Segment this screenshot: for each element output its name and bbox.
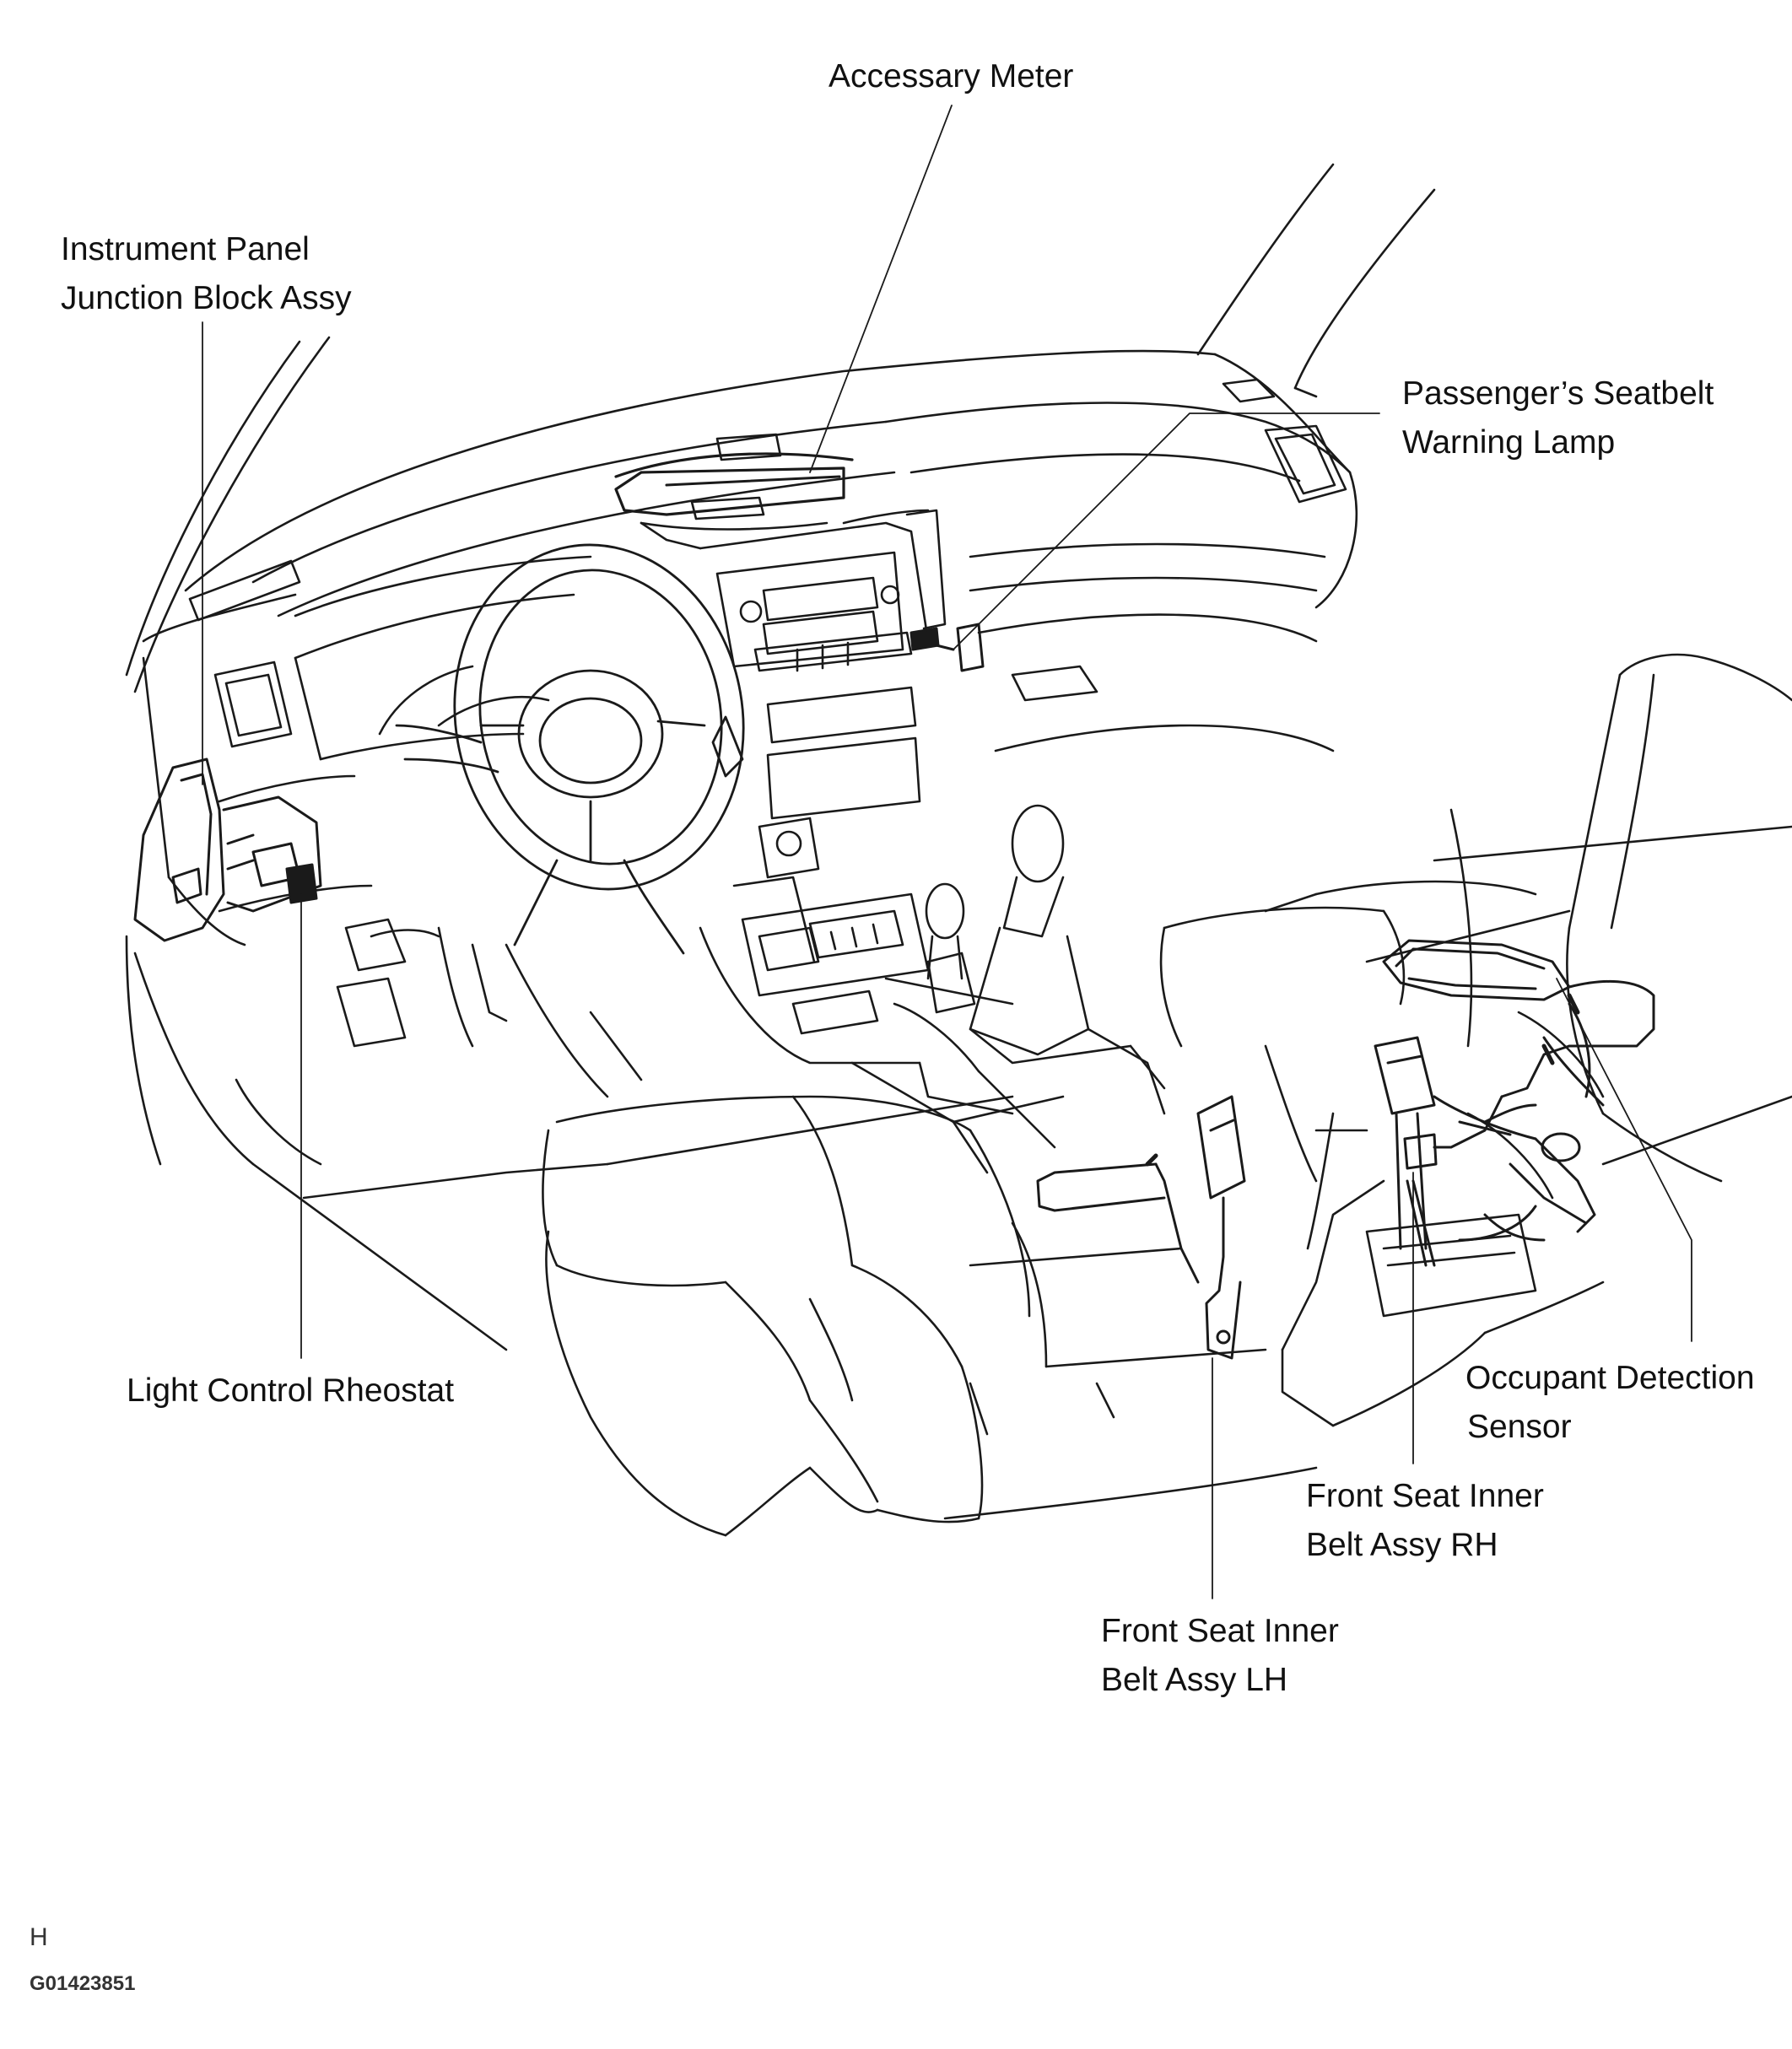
dashboard-top: [184, 349, 1358, 752]
label-passenger-seatbelt-warning-lamp: Passenger’s Seatbelt Warning Lamp: [1402, 369, 1714, 467]
steering-wheel: [395, 543, 745, 955]
floor-lines: [606, 825, 1792, 1520]
label-passenger-lamp-line-2: Warning Lamp: [1402, 424, 1616, 461]
footer-figure-code: G01423851: [30, 1972, 136, 1995]
label-accessary-meter-text: Accessary Meter: [829, 58, 1074, 94]
label-occupant-line-2: Sensor: [1467, 1409, 1572, 1445]
label-belt-rh-line-1: Front Seat Inner: [1306, 1478, 1544, 1514]
center-console: [699, 804, 1166, 1174]
label-occupant-line-1: Occupant Detection: [1465, 1360, 1755, 1396]
label-light-control-rheostat: Light Control Rheostat: [127, 1367, 454, 1415]
label-passenger-lamp-line-1: Passenger’s Seatbelt: [1402, 375, 1714, 412]
pedals-floor: [125, 926, 643, 1351]
passenger-seatbelt-lamp-device: [909, 623, 985, 672]
label-front-seat-inner-belt-lh: Front Seat Inner Belt Assy LH: [1101, 1607, 1339, 1705]
label-front-seat-inner-belt-rh: Front Seat Inner Belt Assy RH: [1306, 1472, 1544, 1570]
front-seat-inner-belt-rh-device: [1374, 1036, 1438, 1267]
passenger-seat: [1159, 653, 1792, 1427]
label-ipjb-line-2: Junction Block Assy: [61, 280, 352, 316]
label-accessary-meter: Accessary Meter: [829, 52, 1073, 101]
label-occupant-detection-sensor: Occupant Detection Sensor: [1465, 1354, 1755, 1452]
leader-lines: [202, 105, 1692, 1599]
driver-seat: [542, 1095, 1048, 1537]
label-belt-lh-line-1: Front Seat Inner: [1101, 1613, 1339, 1649]
occupant-detection-sensor-device: [1382, 939, 1655, 1242]
center-stack: [614, 433, 947, 820]
label-belt-lh-line-2: Belt Assy LH: [1101, 1662, 1288, 1698]
label-light-control-text: Light Control Rheostat: [127, 1372, 455, 1409]
footer-page-mark: H: [30, 1923, 48, 1951]
windshield-pillars: [125, 163, 1436, 693]
instrument-cluster: [142, 555, 592, 972]
label-belt-rh-line-2: Belt Assy RH: [1306, 1527, 1498, 1563]
front-seat-inner-belt-lh-device: [1036, 1095, 1246, 1360]
label-ipjb-line-1: Instrument Panel: [61, 231, 310, 267]
label-instrument-panel-junction-block: Instrument Panel Junction Block Assy: [61, 225, 352, 323]
junction-block-assembly: [133, 758, 322, 942]
